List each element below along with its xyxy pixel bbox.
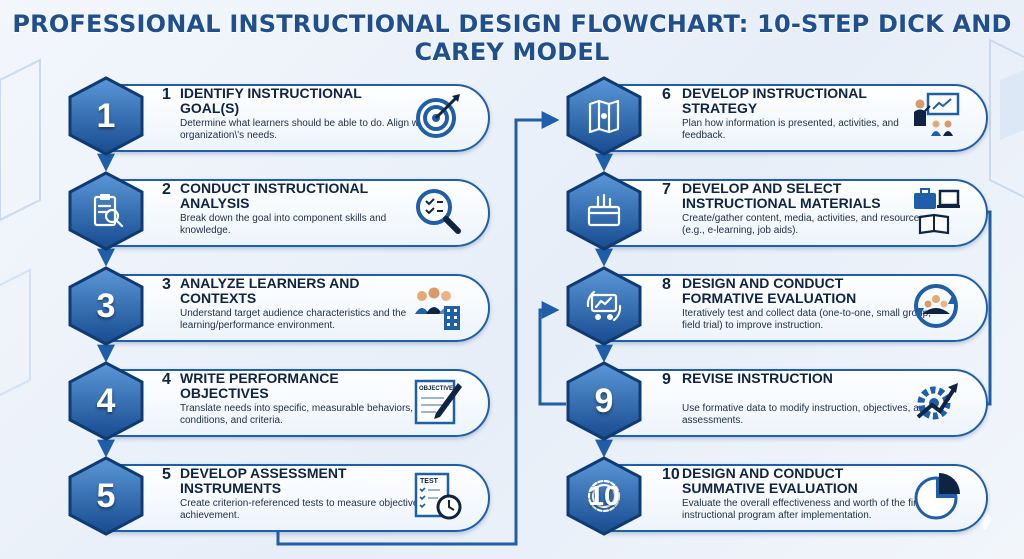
step-description: Evaluate the overall effectiveness and w… [682,498,927,521]
people-building-icon [415,287,460,330]
svg-text:OBJECTIVE: OBJECTIVE [419,386,453,392]
step-9: 9 9 REVISE INSTRUCTION Use formative data t… [564,361,988,441]
step-number: 5 [162,466,171,483]
step-hexagon [68,76,144,156]
step-hexagon [68,456,144,536]
step-number: 9 [662,371,671,388]
step-hex-number: 4 [96,382,116,420]
badge-icon [587,479,621,513]
step-number: 8 [662,276,671,293]
step-hex-number: 5 [96,477,116,515]
evaluation-screen-icon [586,290,622,322]
step-title: ANALYZE LEARNERS AND CONTEXTS [180,275,360,306]
step-1: 1 1 IDENTIFY INSTRUCTIONAL GOAL(S)Determin… [66,76,490,156]
toolbox-icon [587,193,621,227]
step-number: 2 [162,181,171,198]
step-description: Translate needs into specific, measurabl… [180,403,414,426]
step-description: Break down the goal into component skill… [180,213,387,236]
step-number: 7 [662,181,671,198]
step-hexagon [68,266,144,346]
step-8: 8 DESIGN AND CONDUCT FORMATIVE EVALUATION… [564,266,988,346]
step-number: 6 [662,86,671,103]
cycle-group-icon [914,284,958,328]
step-banner [600,179,988,247]
page-title: PROFESSIONAL INSTRUCTIONAL DESIGN FLOWCH… [12,10,1012,66]
step-hexagon [566,266,642,346]
step-description: Create/gather content, media, activities… [682,213,925,236]
step-banner [102,274,490,342]
test-clock-icon: TEST [414,472,462,520]
map-icon [588,99,620,134]
clipboard-magnifier-icon [93,194,124,228]
presenter-icon [914,92,960,136]
step-description: Use formative data to modify instruction… [682,403,930,426]
step-title: WRITE PERFORMANCE OBJECTIVES [180,370,339,401]
svg-text:TEST: TEST [420,478,439,485]
step-description: Iteratively test and collect data (one-t… [682,308,932,331]
step-7: 7 DEVELOP AND SELECT INSTRUCTIONAL MATERI… [564,171,988,251]
step-title: DEVELOP INSTRUCTIONAL STRATEGY [682,85,867,116]
step-hex-number: 10 [588,480,620,511]
step-description: Plan how information is presented, activ… [682,118,899,141]
step-hex-number: 1 [96,97,116,135]
toolbox-laptop-book-icon [914,188,960,235]
step-title: DESIGN AND CONDUCT FORMATIVE EVALUATION [682,275,857,306]
step-title: DESIGN AND CONDUCT SUMMATIVE EVALUATION [682,465,858,496]
step-number: 3 [162,276,171,293]
step-title: DEVELOP AND SELECT INSTRUCTIONAL MATERIA… [682,180,881,211]
step-number: 1 [162,86,171,103]
step-hex-number: 3 [96,287,116,325]
step-number: 10 [662,466,680,483]
gear-arrow-icon [916,383,958,420]
target-icon [416,94,460,138]
step-description: Understand target audience characteristi… [180,308,407,331]
objective-pencil-icon: OBJECTIVE [414,379,462,425]
step-hexagon [566,456,642,536]
step-number: 4 [162,371,171,388]
step-hexagon [566,171,642,251]
arrow-9-8-loop [538,301,566,406]
magnifier-checklist-icon [416,189,461,234]
step-description: Determine what learners should be able t… [180,118,430,141]
step-hex-number: 9 [594,382,614,420]
step-title: REVISE INSTRUCTION [682,370,833,386]
step-title: IDENTIFY INSTRUCTIONAL GOAL(S) [180,85,362,116]
step-hexagon [68,361,144,441]
step-title: DEVELOP ASSESSMENT INSTRUMENTS [180,465,347,496]
pie-chart-icon [914,473,960,520]
step-hexagon [566,361,642,441]
step-title: CONDUCT INSTRUCTIONAL ANALYSIS [180,180,368,211]
step-description: Create criterion-referenced tests to mea… [180,498,419,521]
